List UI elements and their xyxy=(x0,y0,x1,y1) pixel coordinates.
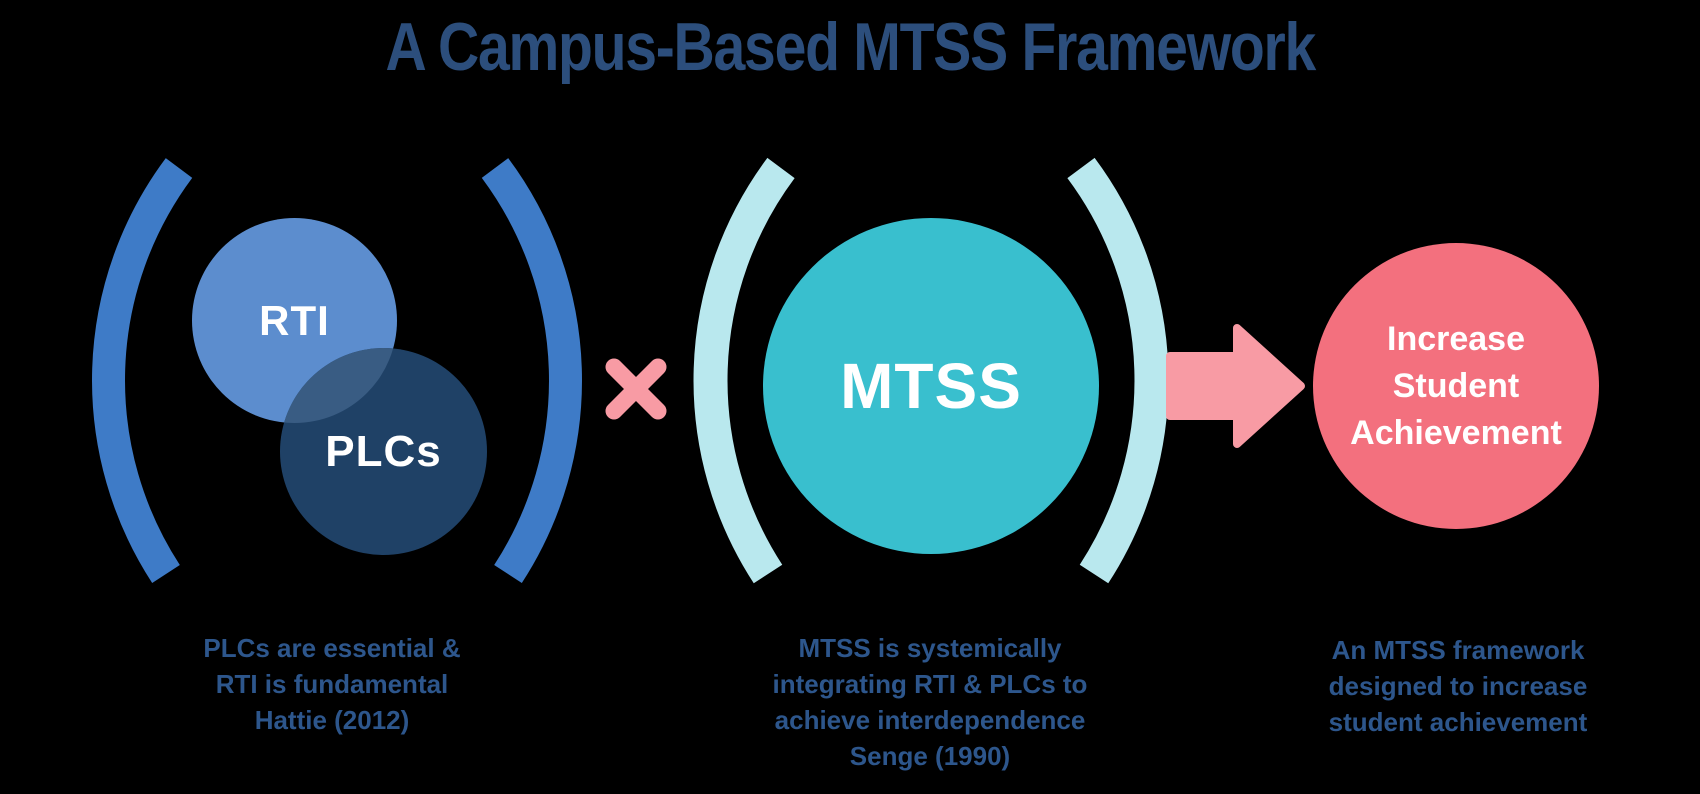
right-caption: An MTSS framework designed to increase s… xyxy=(1248,632,1668,740)
left-caption-line-2: RTI is fundamental xyxy=(215,669,449,699)
right-caption-line-2: designed to increase xyxy=(1328,671,1588,701)
right-caption-line-3: student achievement xyxy=(1328,707,1588,737)
right-arrow-icon xyxy=(1166,324,1305,448)
middle-caption-line-3: achieve interdependence xyxy=(774,705,1086,735)
mtss-circle-label: MTSS xyxy=(840,350,1022,422)
middle-caption-line-4: Senge (1990) xyxy=(849,741,1011,771)
page-title: A Campus-Based MTSS Framework xyxy=(0,8,1700,86)
page-title-text: A Campus-Based MTSS Framework xyxy=(385,9,1316,85)
mtss-circle: MTSS xyxy=(763,218,1099,554)
outcome-circle: Increase Student Achievement xyxy=(1313,243,1599,529)
left-caption-line-3: Hattie (2012) xyxy=(254,705,410,735)
outcome-line-2: Student xyxy=(1392,366,1520,405)
outcome-line-3: Achievement xyxy=(1350,413,1562,452)
left-caption: PLCs are essential & RTI is fundamental … xyxy=(122,630,542,738)
left-open-paren-arc xyxy=(92,158,193,583)
right-caption-line-1: An MTSS framework xyxy=(1331,635,1585,665)
middle-caption: MTSS is systemically integrating RTI & P… xyxy=(720,630,1140,774)
middle-caption-line-2: integrating RTI & PLCs to xyxy=(772,669,1088,699)
plcs-circle-label: PLCs xyxy=(325,426,442,476)
multiply-icon xyxy=(605,358,667,420)
left-close-paren-arc xyxy=(481,158,582,583)
outcome-line-1: Increase xyxy=(1387,319,1525,358)
middle-caption-line-1: MTSS is systemically xyxy=(798,633,1062,663)
left-caption-line-1: PLCs are essential & xyxy=(203,633,461,663)
middle-close-paren-arc xyxy=(1067,157,1169,584)
middle-open-paren-arc xyxy=(693,157,795,584)
plcs-circle: PLCs xyxy=(280,348,487,555)
rti-circle-label: RTI xyxy=(259,296,330,344)
